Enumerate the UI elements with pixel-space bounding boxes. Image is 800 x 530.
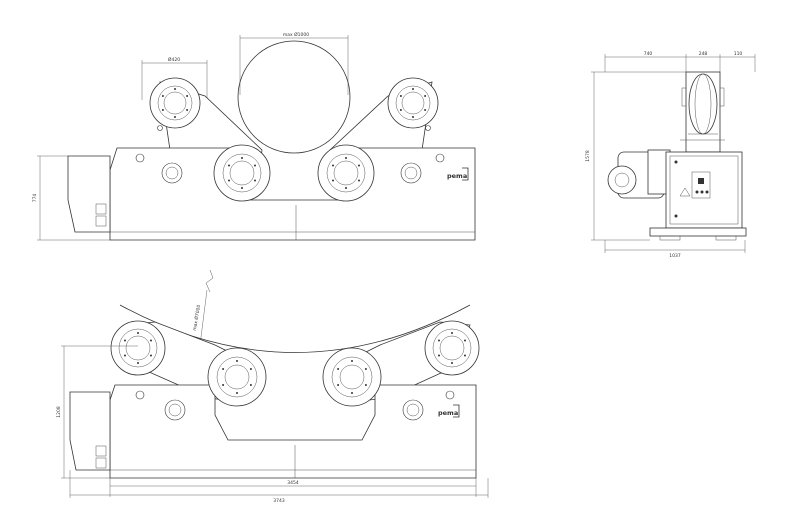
hub-bolt [161, 109, 164, 111]
side-width-label: 1037 [669, 253, 681, 259]
hub-bolt [222, 384, 225, 386]
hub-bolt [241, 157, 243, 159]
hub-bolt [332, 164, 334, 167]
hub-bolt [150, 354, 152, 357]
hub-bolt [186, 95, 189, 97]
hub-bolt [241, 187, 243, 189]
upper-left-roller [149, 77, 201, 129]
hub-bolt [124, 354, 126, 357]
bottom-max-diameter-label: max Ø7000 [191, 304, 202, 331]
hub-bolt [228, 179, 230, 182]
bottom-right-outer-roller [424, 320, 480, 376]
front-guard-bottom [69, 391, 111, 471]
side-view: 740 248 110 1578 [585, 51, 756, 259]
side-dim-248: 248 [699, 51, 708, 57]
hub-bolt [438, 339, 440, 342]
top-brand-logo: pema [447, 172, 467, 180]
hub-bolt [451, 332, 453, 334]
hub-bolt [236, 392, 238, 394]
hub-bolt [254, 164, 256, 167]
hub-bolt [464, 339, 466, 342]
hub-bolt [399, 109, 402, 111]
hub-bolt [412, 88, 414, 90]
hub-bolt [254, 179, 256, 182]
bottom-height-label: 1208 [56, 406, 62, 418]
hub-bolt [364, 368, 367, 370]
top-roller-diameter-label: Ø420 [168, 56, 180, 63]
front-guard-left [67, 155, 111, 233]
hub-bolt [186, 109, 189, 111]
side-motor [607, 165, 637, 195]
hub-bolt [451, 362, 453, 364]
hub-bolt [351, 392, 353, 394]
bottom-brand-logo: pema [438, 409, 458, 417]
hub-bolt [222, 368, 225, 370]
hub-bolt [345, 187, 347, 189]
hub-bolt [228, 164, 230, 167]
base-body [109, 147, 476, 241]
bottom-inner-length-label: 3454 [287, 480, 299, 486]
hub-bolt [364, 384, 367, 386]
hub-bolt [236, 360, 238, 362]
hub-bolt [161, 95, 164, 97]
hub-bolt [464, 354, 466, 357]
hub-bolt [345, 157, 347, 159]
hub-bolt [337, 368, 340, 370]
hub-bolt [249, 368, 252, 370]
bottom-base-body [109, 384, 477, 479]
bottom-total-length-label: 3743 [273, 498, 285, 504]
hub-bolt [351, 360, 353, 362]
side-height-label: 1578 [585, 150, 591, 162]
hub-bolt [124, 339, 126, 342]
upper-right-roller [387, 77, 439, 129]
bottom-left-inner-roller [207, 347, 267, 407]
hub-bolt [399, 95, 402, 97]
lower-left-roller [213, 144, 271, 202]
bottom-left-outer-roller [110, 320, 166, 376]
side-dim-740: 740 [644, 51, 653, 57]
hub-bolt [174, 88, 176, 90]
lower-right-roller [317, 144, 375, 202]
hub-bolt [424, 95, 427, 97]
hub-bolt [249, 384, 252, 386]
side-dim-110: 110 [734, 51, 743, 57]
hub-bolt [137, 332, 139, 334]
top-view: max Ø1000 Ø420 [32, 31, 476, 241]
top-max-diameter-label: max Ø1000 [283, 31, 309, 38]
bolt-patterns [124, 88, 466, 394]
top-height-label: 774 [32, 194, 38, 203]
hub-bolt [412, 116, 414, 118]
hub-bolt [424, 109, 427, 111]
hub-bolt [358, 179, 360, 182]
hub-bolt [174, 116, 176, 118]
hub-bolt [438, 354, 440, 357]
bottom-right-inner-roller [322, 347, 382, 407]
hub-bolt [137, 362, 139, 364]
side-roller [688, 73, 718, 135]
hub-bolt [358, 164, 360, 167]
control-box [665, 151, 743, 229]
hub-bolt [150, 339, 152, 342]
bottom-view: max Ø7000 [56, 269, 489, 504]
hub-bolt [337, 384, 340, 386]
hub-bolt [332, 179, 334, 182]
workpiece-circle [237, 40, 351, 154]
